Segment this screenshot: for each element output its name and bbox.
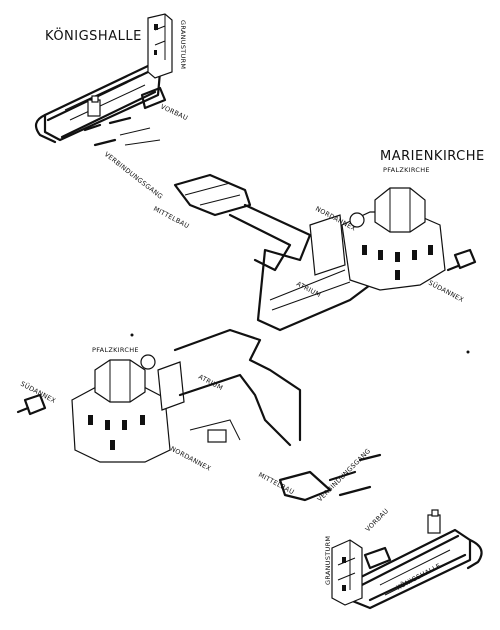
- marienkirche-label: MARIENKIRCHE: [380, 149, 485, 164]
- verbindungsgang-top-structure: [83, 116, 161, 147]
- granusturm-label-top: GRANUSTURM: [179, 20, 187, 69]
- mittelbau-label-bottom: MITTELBAU: [257, 471, 296, 497]
- atrium-top-structure: [228, 203, 372, 332]
- mittelbau-top-structure: [173, 173, 252, 217]
- atrium-bottom-structure: [173, 328, 302, 447]
- suedannex-top-structure: [446, 248, 477, 272]
- mittelbau-bottom-structure: [278, 470, 332, 502]
- granusturm-label-bottom: GRANUSTURM: [324, 536, 332, 585]
- vorbau-label-top: VORBAU: [159, 103, 189, 123]
- granusturm-bottom-structure: [331, 539, 363, 606]
- nordannex-bottom-structure: [157, 361, 185, 411]
- pfalzkirche-label-top: PFALZKIRCHE: [383, 166, 430, 174]
- verbindungsgang-bottom-structure: [328, 453, 382, 497]
- speck-mark: [130, 333, 134, 337]
- koenigshalle-top-structure: [34, 63, 162, 144]
- pfalzkirche-label-bottom: PFALZKIRCHE: [92, 346, 139, 354]
- mittelbau-label-top: MITTELBAU: [152, 205, 191, 231]
- vorbau-label-bottom: VORBAU: [364, 507, 390, 533]
- vorbau-top-structure: [140, 86, 167, 110]
- koenigshalle-label-top: KÖNIGSHALLE: [45, 27, 142, 44]
- vorbau-bottom-structure: [363, 546, 392, 570]
- verbindungsgang-label-top: VERBINDUNGSGANG: [103, 150, 165, 201]
- nordannex-top-structure: [309, 214, 346, 276]
- suedannex-label-top: SÜDANNEX: [427, 278, 466, 304]
- atrium-label-top: ATRIUM: [295, 280, 322, 300]
- speck-mark: [466, 350, 470, 354]
- pfalzkirche-bottom-structure: [71, 354, 171, 463]
- nordannex-label-bottom: NORDANNEX: [169, 445, 213, 473]
- atrium-label-bottom: ATRIUM: [197, 373, 224, 393]
- pfalzkirche-top-structure: [341, 187, 446, 291]
- granusturm-top-structure: [147, 13, 173, 79]
- suedannex-bottom-structure: [16, 393, 47, 416]
